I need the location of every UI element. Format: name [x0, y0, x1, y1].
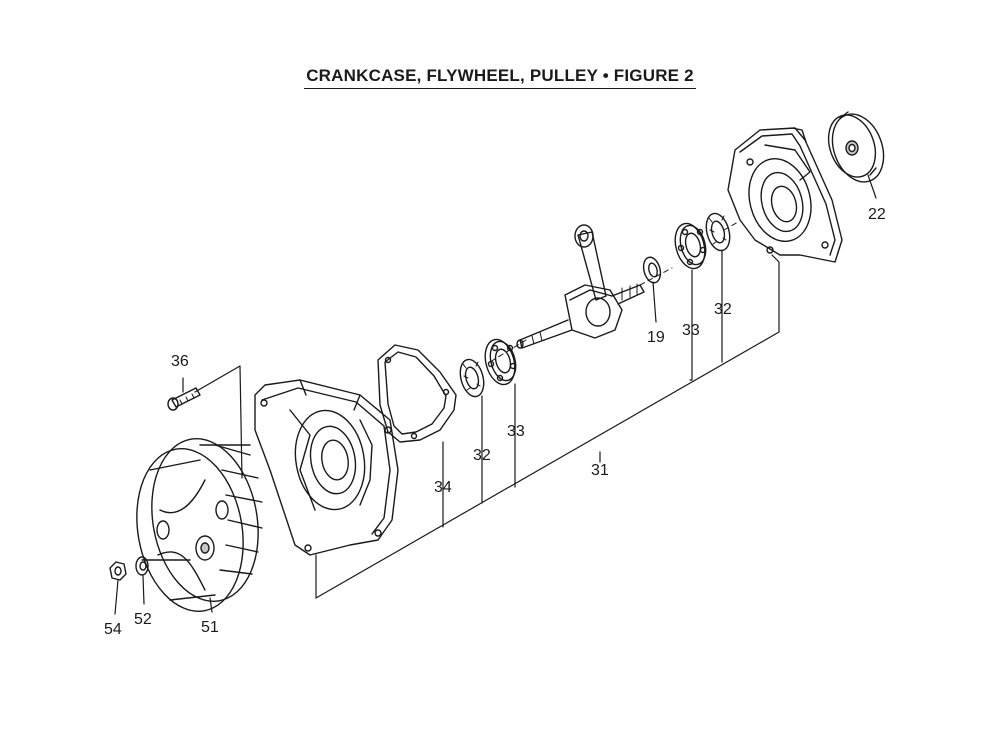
callout-36: 36 [171, 353, 189, 370]
callout-31: 31 [591, 462, 609, 479]
axis-lines [489, 221, 739, 363]
figure-title: CRANKCASE, FLYWHEEL, PULLEY • FIGURE 2 [0, 66, 1000, 89]
callout-32-right: 32 [714, 301, 732, 318]
callout-51: 51 [201, 619, 219, 636]
callout-19: 19 [647, 329, 665, 346]
callout-33-right: 33 [682, 322, 700, 339]
bearing-right-part [674, 222, 707, 270]
callout-54: 54 [104, 621, 122, 638]
flywheel-nut-part [109, 561, 127, 581]
seal-left-part [459, 358, 485, 398]
crankcase-left-half [254, 379, 399, 556]
bearing-left-part [484, 338, 517, 386]
callout-33-left: 33 [507, 423, 525, 440]
callout-22: 22 [868, 206, 886, 223]
callout-34: 34 [434, 479, 452, 496]
washer-part [642, 256, 662, 284]
leader-lines [114, 174, 877, 615]
flywheel-washer-part [135, 556, 149, 576]
figure-title-text: CRANKCASE, FLYWHEEL, PULLEY • FIGURE 2 [304, 66, 696, 89]
crankcase-right-half [727, 127, 843, 263]
crankshaft-part [516, 224, 645, 349]
callout-labels: 22 19 33 32 36 32 33 34 31 54 52 51 [104, 206, 886, 638]
callout-52: 52 [134, 611, 152, 628]
callout-32-left: 32 [473, 447, 491, 464]
pulley-part [827, 111, 885, 183]
seal-right-part [705, 212, 731, 252]
flywheel-part [136, 438, 263, 612]
screw-part [167, 387, 201, 411]
